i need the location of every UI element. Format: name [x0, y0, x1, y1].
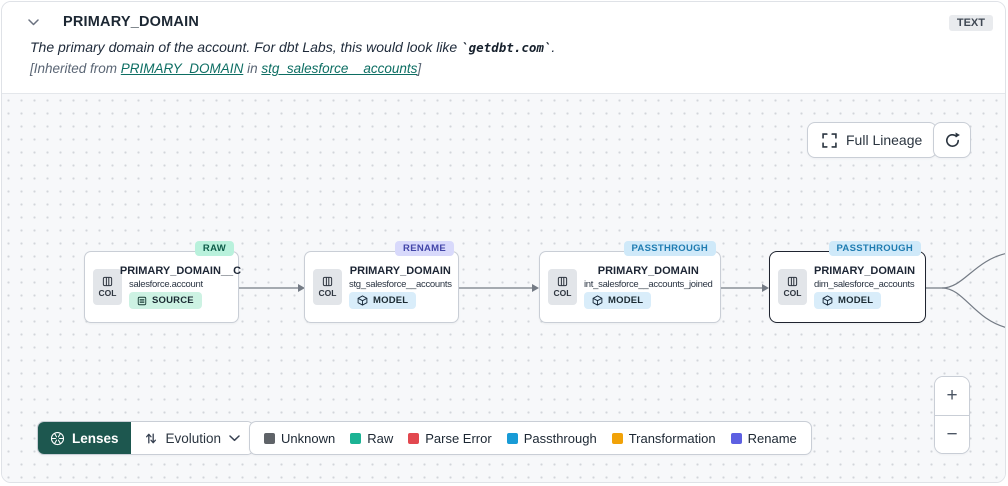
zoom-out-button[interactable]: − — [935, 415, 969, 453]
full-lineage-label: Full Lineage — [846, 132, 923, 148]
model-name: int_salesforce__accounts_joined — [584, 279, 713, 290]
chevron-down-icon — [229, 434, 240, 441]
lineage-node-dim[interactable]: PASSTHROUGH COL PRIMARY_DOMAIN dim_sales… — [769, 241, 926, 323]
legend-swatch — [408, 432, 420, 444]
inherited-from-note: [Inherited from PRIMARY_DOMAIN in stg_sa… — [30, 61, 422, 76]
legend-item: Raw — [350, 431, 393, 446]
column-chip: COL — [778, 269, 807, 305]
legend-item: Transformation — [611, 431, 716, 446]
lens-dropdown[interactable]: Evolution — [130, 422, 254, 454]
legend-swatch — [264, 432, 275, 444]
full-lineage-button[interactable]: Full Lineage — [807, 122, 938, 158]
legend-item: Passthrough — [506, 431, 597, 446]
evolution-badge: PASSTHROUGH — [623, 241, 716, 256]
legend-item: Unknown — [264, 431, 335, 446]
model-icon — [357, 295, 368, 306]
legend-item: Rename — [730, 431, 797, 446]
evolution-badge: PASSTHROUGH — [828, 241, 921, 256]
model-icon — [822, 295, 833, 306]
column-name: PRIMARY_DOMAIN — [814, 265, 916, 277]
inherited-column-link[interactable]: PRIMARY_DOMAIN — [120, 61, 244, 76]
lineage-node-source[interactable]: RAW COL PRIMARY_DOMAIN__C salesforce.acc… — [84, 241, 242, 323]
lineage-node-staging[interactable]: RENAME COL PRIMARY_DOMAIN stg_salesforce… — [304, 241, 459, 323]
column-name: PRIMARY_DOMAIN — [597, 265, 699, 277]
legend-item: Parse Error — [408, 431, 492, 446]
page-title: PRIMARY_DOMAIN — [63, 14, 199, 30]
expand-icon — [822, 132, 837, 148]
lenses-control: Lenses Evolution — [37, 421, 255, 455]
columns-icon — [557, 276, 568, 287]
resource-type-chip: MODEL — [584, 292, 652, 309]
refresh-icon — [945, 132, 960, 147]
lineage-node-intermediate[interactable]: PASSTHROUGH COL PRIMARY_DOMAIN int_sales… — [539, 241, 721, 323]
column-chip: COL — [93, 269, 122, 305]
lens-dropdown-value: Evolution — [165, 430, 222, 446]
columns-icon — [787, 276, 798, 287]
column-description: The primary domain of the account. For d… — [30, 39, 556, 55]
columns-icon — [102, 276, 113, 287]
model-icon — [592, 295, 603, 306]
lenses-button[interactable]: Lenses — [38, 422, 131, 454]
lenses-label: Lenses — [72, 430, 119, 446]
inherited-model-link[interactable]: stg_salesforce__accounts — [261, 61, 418, 76]
legend-swatch — [611, 432, 623, 444]
type-badge: TEXT — [948, 15, 993, 31]
legend-swatch — [350, 432, 362, 444]
evolution-badge: RENAME — [395, 241, 454, 256]
lens-aperture-icon — [50, 431, 65, 445]
resource-type-chip: MODEL — [349, 292, 417, 309]
legend-swatch — [506, 432, 518, 444]
evolution-badge: RAW — [194, 241, 234, 256]
model-name: dim_salesforce_accounts — [814, 279, 915, 290]
resource-type-chip: MODEL — [814, 292, 882, 309]
zoom-in-button[interactable]: + — [935, 377, 969, 415]
column-name: PRIMARY_DOMAIN__C — [119, 265, 242, 277]
resource-type-chip: SOURCE — [129, 292, 202, 309]
source-icon — [137, 296, 147, 305]
zoom-controls: + − — [934, 376, 970, 454]
legend-swatch — [730, 432, 742, 444]
column-chip: COL — [313, 269, 342, 305]
inline-code: `getdbt.com` — [461, 40, 552, 55]
columns-icon — [322, 276, 333, 287]
lineage-canvas[interactable]: Full Lineage RAW COL PRIMARY_DOMAIN__C s… — [2, 94, 1005, 482]
column-chip: COL — [548, 269, 577, 305]
model-name: stg_salesforce__accounts — [349, 279, 452, 290]
evolution-legend: Unknown Raw Parse Error Passthrough Tran… — [249, 421, 812, 455]
evolution-icon — [145, 432, 156, 444]
model-name: salesforce.account — [129, 279, 203, 290]
collapse-chevron-icon[interactable] — [26, 17, 41, 28]
column-name: PRIMARY_DOMAIN — [349, 265, 451, 277]
column-header: PRIMARY_DOMAIN TEXT The primary domain o… — [2, 2, 1005, 94]
refresh-button[interactable] — [933, 122, 971, 158]
